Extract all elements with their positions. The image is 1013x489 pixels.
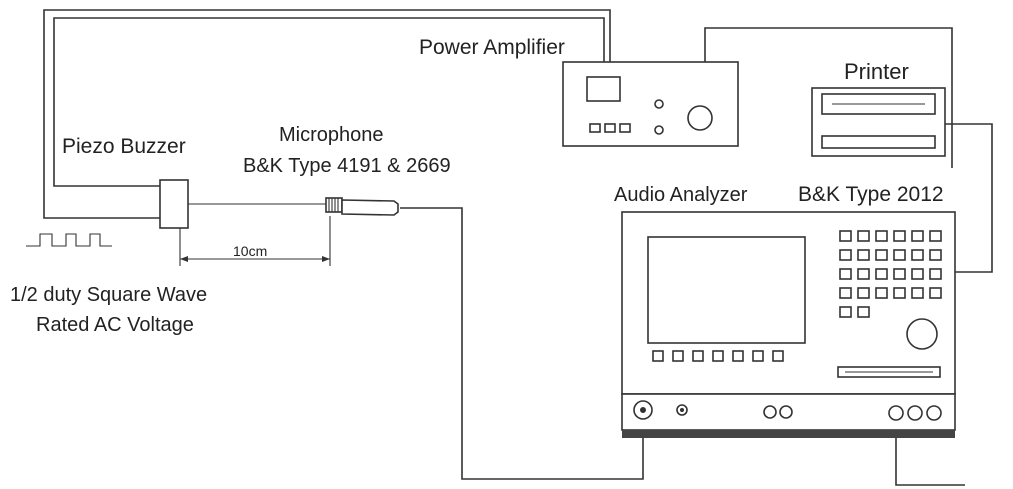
piezo-buzzer-label: Piezo Buzzer [62,135,186,158]
signal-label-line2: Rated AC Voltage [36,314,194,336]
wire-amplifier-to-analyzer [704,27,953,168]
wires [43,9,993,486]
audio-analyzer [621,211,956,438]
square-wave-symbol [26,233,112,247]
piezo-buzzer [159,179,330,229]
analyzer-base [622,430,955,438]
analyzer-connectors [633,400,942,421]
wire-amplifier-to-buzzer-outer [43,9,611,219]
wire-analyzer-output [895,420,965,486]
analyzer-knob [906,318,938,350]
distance-label: 10cm [233,243,267,259]
analyzer-screen [647,236,806,344]
analyzer-type-label: B&K Type 2012 [798,183,944,206]
wire-amplifier-to-buzzer-inner [53,17,605,187]
wire-microphone-to-analyzer [400,207,644,480]
printer [811,87,946,157]
signal-label-line1: 1/2 duty Square Wave [10,284,207,306]
microphone-label: Microphone [279,124,384,146]
amplifier-knob [687,105,713,131]
microphone-type-label: B&K Type 4191 & 2669 [243,155,451,177]
audio-analyzer-label: Audio Analyzer [614,184,748,206]
analyzer-softkeys [652,350,784,362]
labels: Power Amplifier Printer Piezo Buzzer Mic… [10,36,944,336]
amplifier-display [586,76,621,102]
power-amplifier-label: Power Amplifier [419,36,565,59]
microphone [325,197,399,216]
analyzer-keypad [839,230,942,318]
distance-dimension [179,216,331,266]
wire-printer-to-analyzer [945,123,993,273]
printer-label: Printer [844,59,909,84]
power-amplifier [562,61,739,147]
